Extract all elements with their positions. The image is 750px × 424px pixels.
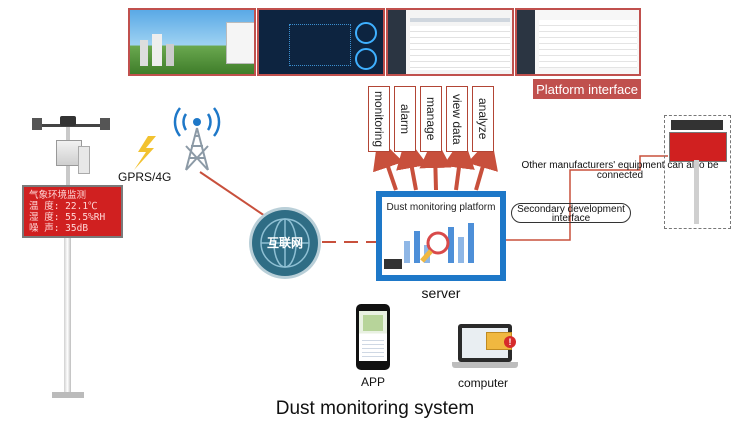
- third-party-sensors-icon: [671, 120, 723, 130]
- server-equipment-link: [506, 155, 668, 241]
- display-line-humidity: 湿 度: 55.5%RH: [29, 212, 106, 223]
- internet-globe-icon: 互联网: [252, 210, 318, 276]
- diagram-title: Dust monitoring system: [275, 398, 475, 419]
- server-panel-title: Dust monitoring platform: [386, 202, 496, 213]
- server-monitor: Dust monitoring platform: [376, 191, 506, 281]
- internet-label: 互联网: [266, 236, 303, 250]
- function-analyze: analyze: [472, 86, 494, 152]
- function-alarm: alarm: [394, 86, 416, 152]
- function-monitoring: monitoring: [368, 86, 390, 152]
- platform-screenshot-4: [515, 8, 641, 76]
- station-base: [52, 392, 84, 398]
- arrow-view-data: [443, 136, 475, 191]
- laptop-icon: [458, 324, 512, 362]
- phone-map: [363, 315, 383, 331]
- arrow-analyze: [467, 136, 498, 191]
- smartphone-icon: [356, 304, 390, 370]
- arrow-alarm: [396, 136, 428, 191]
- function-view-data: view data: [446, 86, 468, 152]
- platform-screenshot-1: [128, 8, 256, 76]
- arrow-manage: [419, 136, 452, 191]
- tower-internet-link: [199, 171, 269, 219]
- gprs-label: GPRS/4G: [118, 170, 172, 184]
- display-line-title: 气象环境监测: [29, 190, 87, 201]
- server-screen: Dust monitoring platform: [382, 197, 500, 275]
- server-bar-illustration: [384, 223, 474, 269]
- platform-interface-label: Platform interface: [533, 79, 641, 99]
- platform-screenshot-2: [257, 8, 385, 76]
- third-party-pole: [694, 160, 699, 224]
- display-line-noise: 噪 声: 35dB: [29, 223, 89, 234]
- function-label: manage: [424, 97, 438, 141]
- third-party-led-sign: [669, 132, 727, 162]
- secondary-dev-interface: Secondary development interface: [511, 203, 631, 224]
- phone-screen: [359, 311, 387, 361]
- weather-sensor-icon: [60, 116, 76, 126]
- other-equipment-label: Other manufacturers' equipment can also …: [521, 160, 719, 181]
- function-label: analyze: [476, 98, 490, 140]
- arrow-monitoring: [373, 136, 404, 191]
- function-label: monitoring: [372, 90, 386, 148]
- app-label: APP: [360, 375, 385, 389]
- platform-screenshot-3: [386, 8, 514, 76]
- station-pole: [64, 236, 71, 398]
- function-label: view data: [450, 93, 464, 145]
- function-manage: manage: [420, 86, 442, 152]
- dust-sampler: [78, 146, 90, 174]
- laptop-base: [452, 362, 518, 368]
- alert-badge-icon: !: [504, 336, 516, 348]
- station-led-display: 气象环境监测 温 度: 22.1℃ 湿 度: 55.5%RH 噪 声: 35dB: [22, 185, 123, 238]
- computer-label: computer: [457, 376, 509, 390]
- function-label: alarm: [398, 103, 412, 134]
- anemometer-icon: [100, 118, 110, 130]
- globe-grid: [260, 218, 310, 268]
- server-label: server: [421, 285, 461, 301]
- third-party-equipment: [664, 115, 731, 229]
- phone-list: [362, 337, 384, 357]
- display-line-temperature: 温 度: 22.1℃: [29, 201, 98, 212]
- wind-vane-icon: [32, 118, 42, 130]
